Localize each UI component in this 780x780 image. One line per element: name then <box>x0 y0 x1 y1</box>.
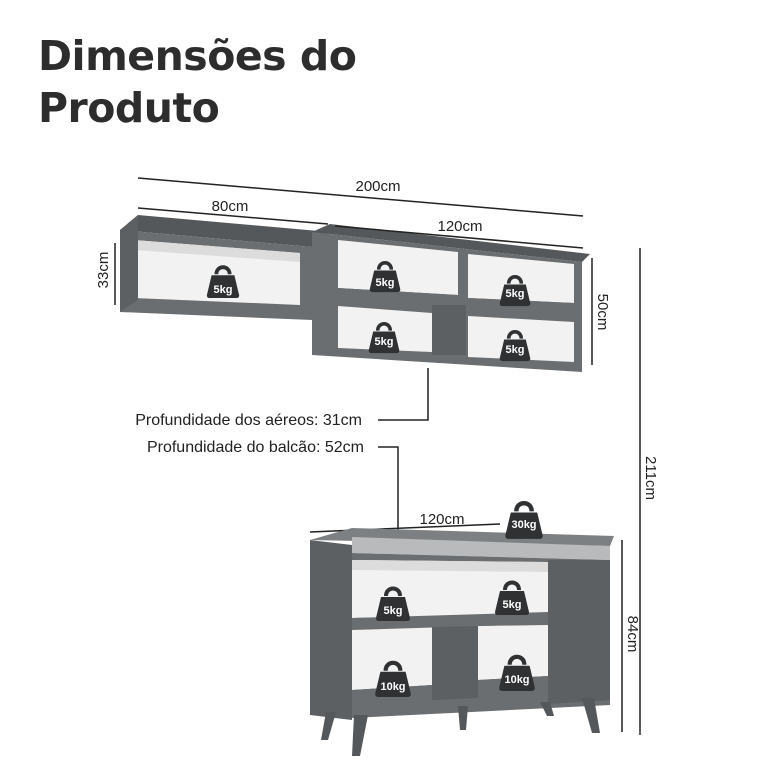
weight-label: 10kg <box>504 674 529 686</box>
weight-label: 5kg <box>376 277 395 289</box>
weight-icon-counter-b1: 10kg <box>375 663 411 697</box>
label-total-width: 200cm <box>355 178 400 195</box>
label-counter-height: 84cm <box>624 616 641 653</box>
dimension-50cm: 50cm <box>591 258 611 365</box>
weight-label: 5kg <box>214 284 233 296</box>
page-title: Dimensões do Produto <box>38 30 458 134</box>
dimension-120cm-upper: 120cm <box>334 218 584 249</box>
weight-icon-upper-r3: 5kg <box>366 322 402 354</box>
dimension-200cm: 200cm <box>137 177 584 217</box>
label-upper-left-width: 80cm <box>212 198 249 215</box>
weight-label: 10kg <box>380 681 405 693</box>
weight-label: 5kg <box>506 344 525 356</box>
title-line-1: Dimensões do <box>38 32 357 80</box>
label-upper-right-height: 50cm <box>594 294 611 331</box>
weight-icon-upper-r1: 5kg <box>367 260 403 294</box>
dimension-211cm: 211cm <box>639 248 659 735</box>
dimension-80cm: 80cm <box>137 198 329 225</box>
upper-depth-note: Profundidade dos aéreos: 31cm <box>135 368 429 429</box>
label-upper-right-width: 120cm <box>437 218 482 235</box>
weight-icon-counter-s2: 5kg <box>493 580 531 616</box>
weight-icon-counter-top: 30kg <box>505 503 542 539</box>
weight-icon-counter-s1: 5kg <box>374 586 412 622</box>
upper-right-cabinet <box>312 224 590 372</box>
weight-icon-upper-left: 5kg <box>204 265 242 300</box>
weight-label: 5kg <box>503 599 522 611</box>
label-total-height: 211cm <box>642 456 659 500</box>
weight-icon-upper-r4: 5kg <box>497 330 533 362</box>
weight-icon-counter-b2: 10kg <box>499 657 535 691</box>
counter-depth-note: Profundidade do balcão: 52cm <box>147 439 399 538</box>
weight-icon-upper-r2: 5kg <box>497 275 533 307</box>
dimension-84cm: 84cm <box>621 540 641 732</box>
label-counter-width: 120cm <box>419 511 464 528</box>
title-line-2: Produto <box>38 84 220 132</box>
weight-label: 30kg <box>511 519 536 531</box>
weight-label: 5kg <box>506 288 525 300</box>
label-upper-left-height: 33cm <box>95 252 112 289</box>
label-upper-depth: Profundidade dos aéreos: 31cm <box>135 412 362 429</box>
dimension-33cm: 33cm <box>95 243 116 305</box>
counter-cabinet: 120cm <box>309 511 614 756</box>
weight-label: 5kg <box>384 605 403 617</box>
label-counter-depth: Profundidade do balcão: 52cm <box>147 439 364 456</box>
weight-label: 5kg <box>375 336 394 348</box>
